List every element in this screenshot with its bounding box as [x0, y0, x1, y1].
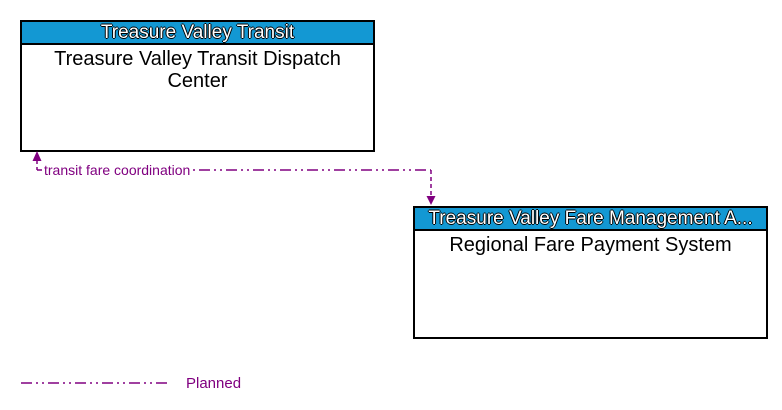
element-name: Regional Fare Payment System: [449, 234, 732, 256]
down-arrowhead-icon: [426, 196, 436, 205]
element-box-transit-dispatch-center[interactable]: Treasure Valley Transit Treasure Valley …: [20, 20, 375, 152]
flow-label-transit-fare-coordination[interactable]: transit fare coordination: [42, 162, 193, 178]
up-arrowhead-icon: [32, 151, 42, 161]
element-owner-header: Treasure Valley Fare Management A...: [415, 208, 766, 231]
legend-label-planned: Planned: [186, 375, 242, 392]
element-box-regional-fare-payment-system[interactable]: Treasure Valley Fare Management A... Reg…: [413, 206, 768, 339]
element-owner-header: Treasure Valley Transit: [22, 22, 373, 45]
element-name: Treasure Valley Transit Dispatch Center: [54, 48, 341, 92]
